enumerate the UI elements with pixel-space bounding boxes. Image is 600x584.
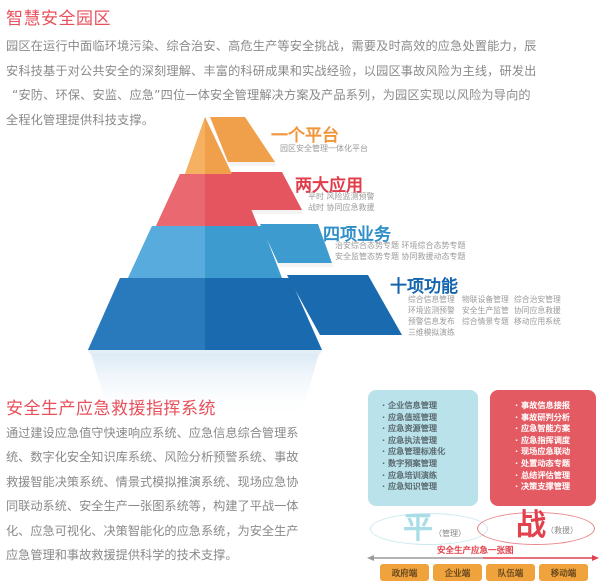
tier-3-line-2: 安全监管态势专题 协同救援动态专题 xyxy=(335,252,466,261)
government-end-button[interactable]: 政府端 xyxy=(380,564,429,581)
flag-orange xyxy=(210,117,275,162)
paragraph-line: 统、数字化安全知识库系统、风险分析预警系统、事故 xyxy=(6,450,299,465)
panel-item: · 应急智能方案 xyxy=(515,423,571,434)
section-title-emergency-system: 安全生产应急救援指挥系统 xyxy=(6,399,216,419)
function-item: 综合信息管理 xyxy=(408,295,455,304)
function-item: 综合情景专题 xyxy=(462,317,509,326)
intro-line: 安科技基于对公共安全的深刻理解、丰富的科研成果和实战经验，以园区事故风险为主线，… xyxy=(6,63,537,78)
panel-item: · 企业信息管理 xyxy=(382,400,438,410)
tier-3-line-1: 治安综合态势专题 环境综合态势专题 xyxy=(335,241,466,250)
panel-item: · 事故研判分析 xyxy=(515,411,571,422)
intro-line: 全程化管理提供科技支撑。 xyxy=(6,112,155,127)
tier-2-line-1: 平时 风险监测预警 xyxy=(308,192,375,201)
paragraph-line: 化、应急可视化、决策智能化的应急系统，为安全生产 xyxy=(6,523,299,538)
mobile-end-button[interactable]: 移动端 xyxy=(539,564,588,581)
panel-item: · 决策支撑管理 xyxy=(515,481,571,492)
panel-item: · 数字预案管理 xyxy=(382,457,438,468)
double-arrow-icon xyxy=(367,555,599,561)
intro-paragraph: 园区在运行中面临环境污染、综合治安、高危生产等安全挑战，需要及时高效的应急处置能… xyxy=(6,34,598,132)
peace-note: （管理） xyxy=(434,529,466,538)
paragraph-line: 救援智能决策系统、情景式模拟推演系统、现场应急协 xyxy=(6,474,299,489)
peace-char: 平 xyxy=(403,511,433,546)
panel-item: · 处置动态专题 xyxy=(515,457,571,468)
function-item: 协同应急救援 xyxy=(514,306,561,315)
intro-line: “安防、环保、安监、应急”四位一体安全管理解决方案及产品系列，为园区实现以风险为… xyxy=(12,88,531,102)
function-item: 物联设备管理 xyxy=(462,295,509,304)
flag-dark-blue xyxy=(287,275,402,335)
panel-item: · 应急值班管理 xyxy=(382,411,438,422)
panel-item: · 事故信息接报 xyxy=(515,400,571,410)
flag-red xyxy=(230,172,302,210)
tier-1-title: 一个平台 xyxy=(271,126,339,146)
peacetime-management-panel: · 企业信息管理 · 应急值班管理 · 应急资源管理 · 应急执法管理 · 应急… xyxy=(368,390,478,506)
pyramid-graphic xyxy=(88,117,402,420)
function-item: 预警信息发布 xyxy=(408,317,455,326)
tier-2-line-2: 战时 协同应急救援 xyxy=(308,203,375,212)
tier-3-title: 四项业务 xyxy=(323,225,391,245)
axis-label: 安全生产应急一张图 xyxy=(437,546,514,556)
section-title-smart-park: 智慧安全园区 xyxy=(6,9,111,29)
function-item: 环境监测预警 xyxy=(408,306,455,315)
intro-line: 园区在运行中面临环境污染、综合治安、高危生产等安全挑战，需要及时高效的应急处置能… xyxy=(6,39,537,53)
tier-4-title: 十项功能 xyxy=(390,277,458,297)
panel-item: · 应急知识管理 xyxy=(382,481,438,492)
flag-light-blue xyxy=(260,224,332,263)
team-end-button[interactable]: 队伍端 xyxy=(486,564,535,581)
function-item: 三维模拟演练 xyxy=(408,328,455,337)
function-item: 综合治安管理 xyxy=(514,295,561,304)
panel-item: · 应急培训演练 xyxy=(382,469,438,480)
panel-item: · 总结评估管理 xyxy=(515,469,571,480)
panel-item: · 应急指挥调度 xyxy=(515,434,571,445)
function-item: 安全生产监管 xyxy=(462,306,509,315)
tier-1-subtitle: 园区安全管理一体化平台 xyxy=(280,144,368,153)
paragraph-line: 同联动系统、安全生产一张图系统等，构建了平战一体 xyxy=(6,499,299,514)
pyramid-reflection xyxy=(90,350,320,420)
panel-item: · 现场应急联动 xyxy=(515,446,571,457)
wartime-rescue-panel: · 事故信息接报 · 事故研判分析 · 应急智能方案 · 应急指挥调度 · 现场… xyxy=(490,390,596,506)
paragraph-line: 应急管理和事故救援提供科学的技术支撑。 xyxy=(6,548,238,563)
tier-2-title: 两大应用 xyxy=(295,176,363,196)
war-note: （救援） xyxy=(546,526,578,535)
emergency-system-paragraph: 通过建设应急值守快速响应系统、应急信息综合管理系 统、数字化安全知识库系统、风险… xyxy=(6,421,362,567)
tier-4-function-grid: 综合信息管理 物联设备管理 综合治安管理 环境监测预警 安全生产监管 协同应急救… xyxy=(408,294,568,338)
panel-item: · 应急资源管理 xyxy=(382,423,438,434)
war-char: 战 xyxy=(516,508,546,543)
paragraph-line: 通过建设应急值守快速响应系统、应急信息综合管理系 xyxy=(6,426,299,440)
function-item: 移动应用系统 xyxy=(514,317,561,326)
panel-item: · 应急管理标准化 xyxy=(382,446,446,457)
enterprise-end-button[interactable]: 企业端 xyxy=(433,564,482,581)
panel-item: · 应急执法管理 xyxy=(382,434,438,445)
war-ellipse xyxy=(477,512,595,545)
